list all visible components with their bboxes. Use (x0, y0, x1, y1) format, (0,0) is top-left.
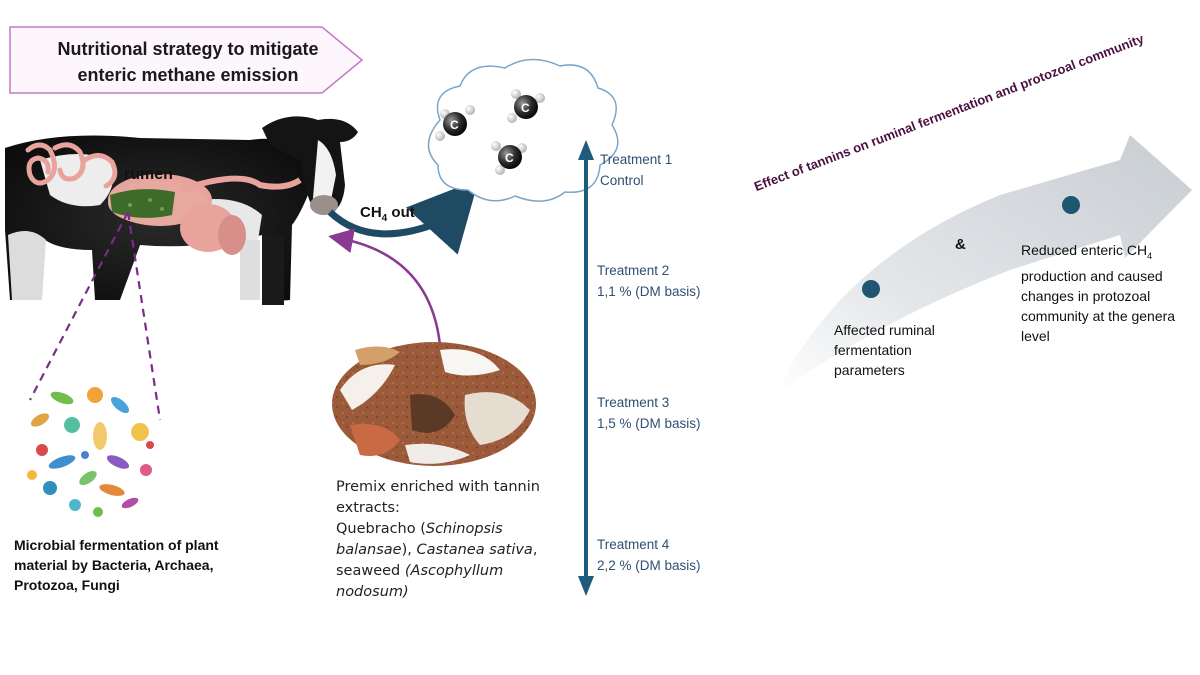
carbon-label: C (505, 151, 514, 165)
premix-to-cow-arrow (328, 228, 442, 346)
title-banner (9, 26, 364, 94)
species-latin-3: (Ascophyllum nodosum) (336, 563, 504, 600)
treatment-detail: Control (600, 173, 644, 188)
premix-powder-image (332, 342, 536, 466)
effect-bullet-2 (1062, 196, 1080, 214)
ampersand-label: & (955, 236, 966, 253)
treatment-name: Treatment 3 (597, 395, 670, 410)
methane-molecule-2: C (507, 89, 545, 123)
treatment-1: Treatment 1 Control (600, 149, 672, 191)
species-latin-2: Castanea sativa (416, 542, 533, 558)
treatment-detail: 1,1 % (DM basis) (597, 284, 701, 299)
rumen-label: rumen (124, 166, 173, 183)
microbe-caption: Microbial fermentation of plant material… (14, 537, 219, 593)
methane-molecule-1: C (435, 105, 475, 141)
methane-cloud (427, 58, 619, 202)
cow-illustration (5, 116, 358, 305)
page-title: Nutritional strategy to mitigate enteric… (28, 36, 348, 88)
effect-arrow (775, 135, 1192, 395)
microbe-cluster (20, 378, 164, 522)
premix-intro: Premix enriched with tannin extracts: (336, 479, 540, 516)
treatment-name: Treatment 2 (597, 263, 670, 278)
effect-1-text: Affected ruminal fermentation parameters (834, 322, 935, 378)
effect-bullet-1 (862, 280, 880, 298)
species-latin-1: Schinopsis balansae (336, 521, 503, 558)
rumen-microbe-connector (29, 211, 162, 421)
treatment-2: Treatment 2 1,1 % (DM basis) (597, 260, 701, 302)
carbon-label: C (450, 118, 459, 132)
treatment-detail: 2,2 % (DM basis) (597, 558, 701, 573)
treatment-axis (578, 140, 594, 596)
carbon-label: C (521, 101, 530, 115)
treatment-name: Treatment 1 (600, 152, 673, 167)
treatment-name: Treatment 4 (597, 537, 670, 552)
treatment-detail: 1,5 % (DM basis) (597, 416, 701, 431)
title-line-1: Nutritional strategy to mitigate (57, 39, 319, 59)
title-line-2: enteric methane emission (77, 65, 299, 85)
ch4-out-label: CH4 out (360, 204, 415, 224)
effect-2-text: Reduced enteric CH4 production and cause… (1021, 242, 1176, 344)
treatment-3: Treatment 3 1,5 % (DM basis) (597, 392, 701, 434)
ch4-out-arrow (327, 179, 479, 255)
methane-molecule-3: C (491, 141, 527, 175)
premix-caption: Premix enriched with tannin extracts: Qu… (336, 479, 540, 600)
treatment-4: Treatment 4 2,2 % (DM basis) (597, 534, 701, 576)
